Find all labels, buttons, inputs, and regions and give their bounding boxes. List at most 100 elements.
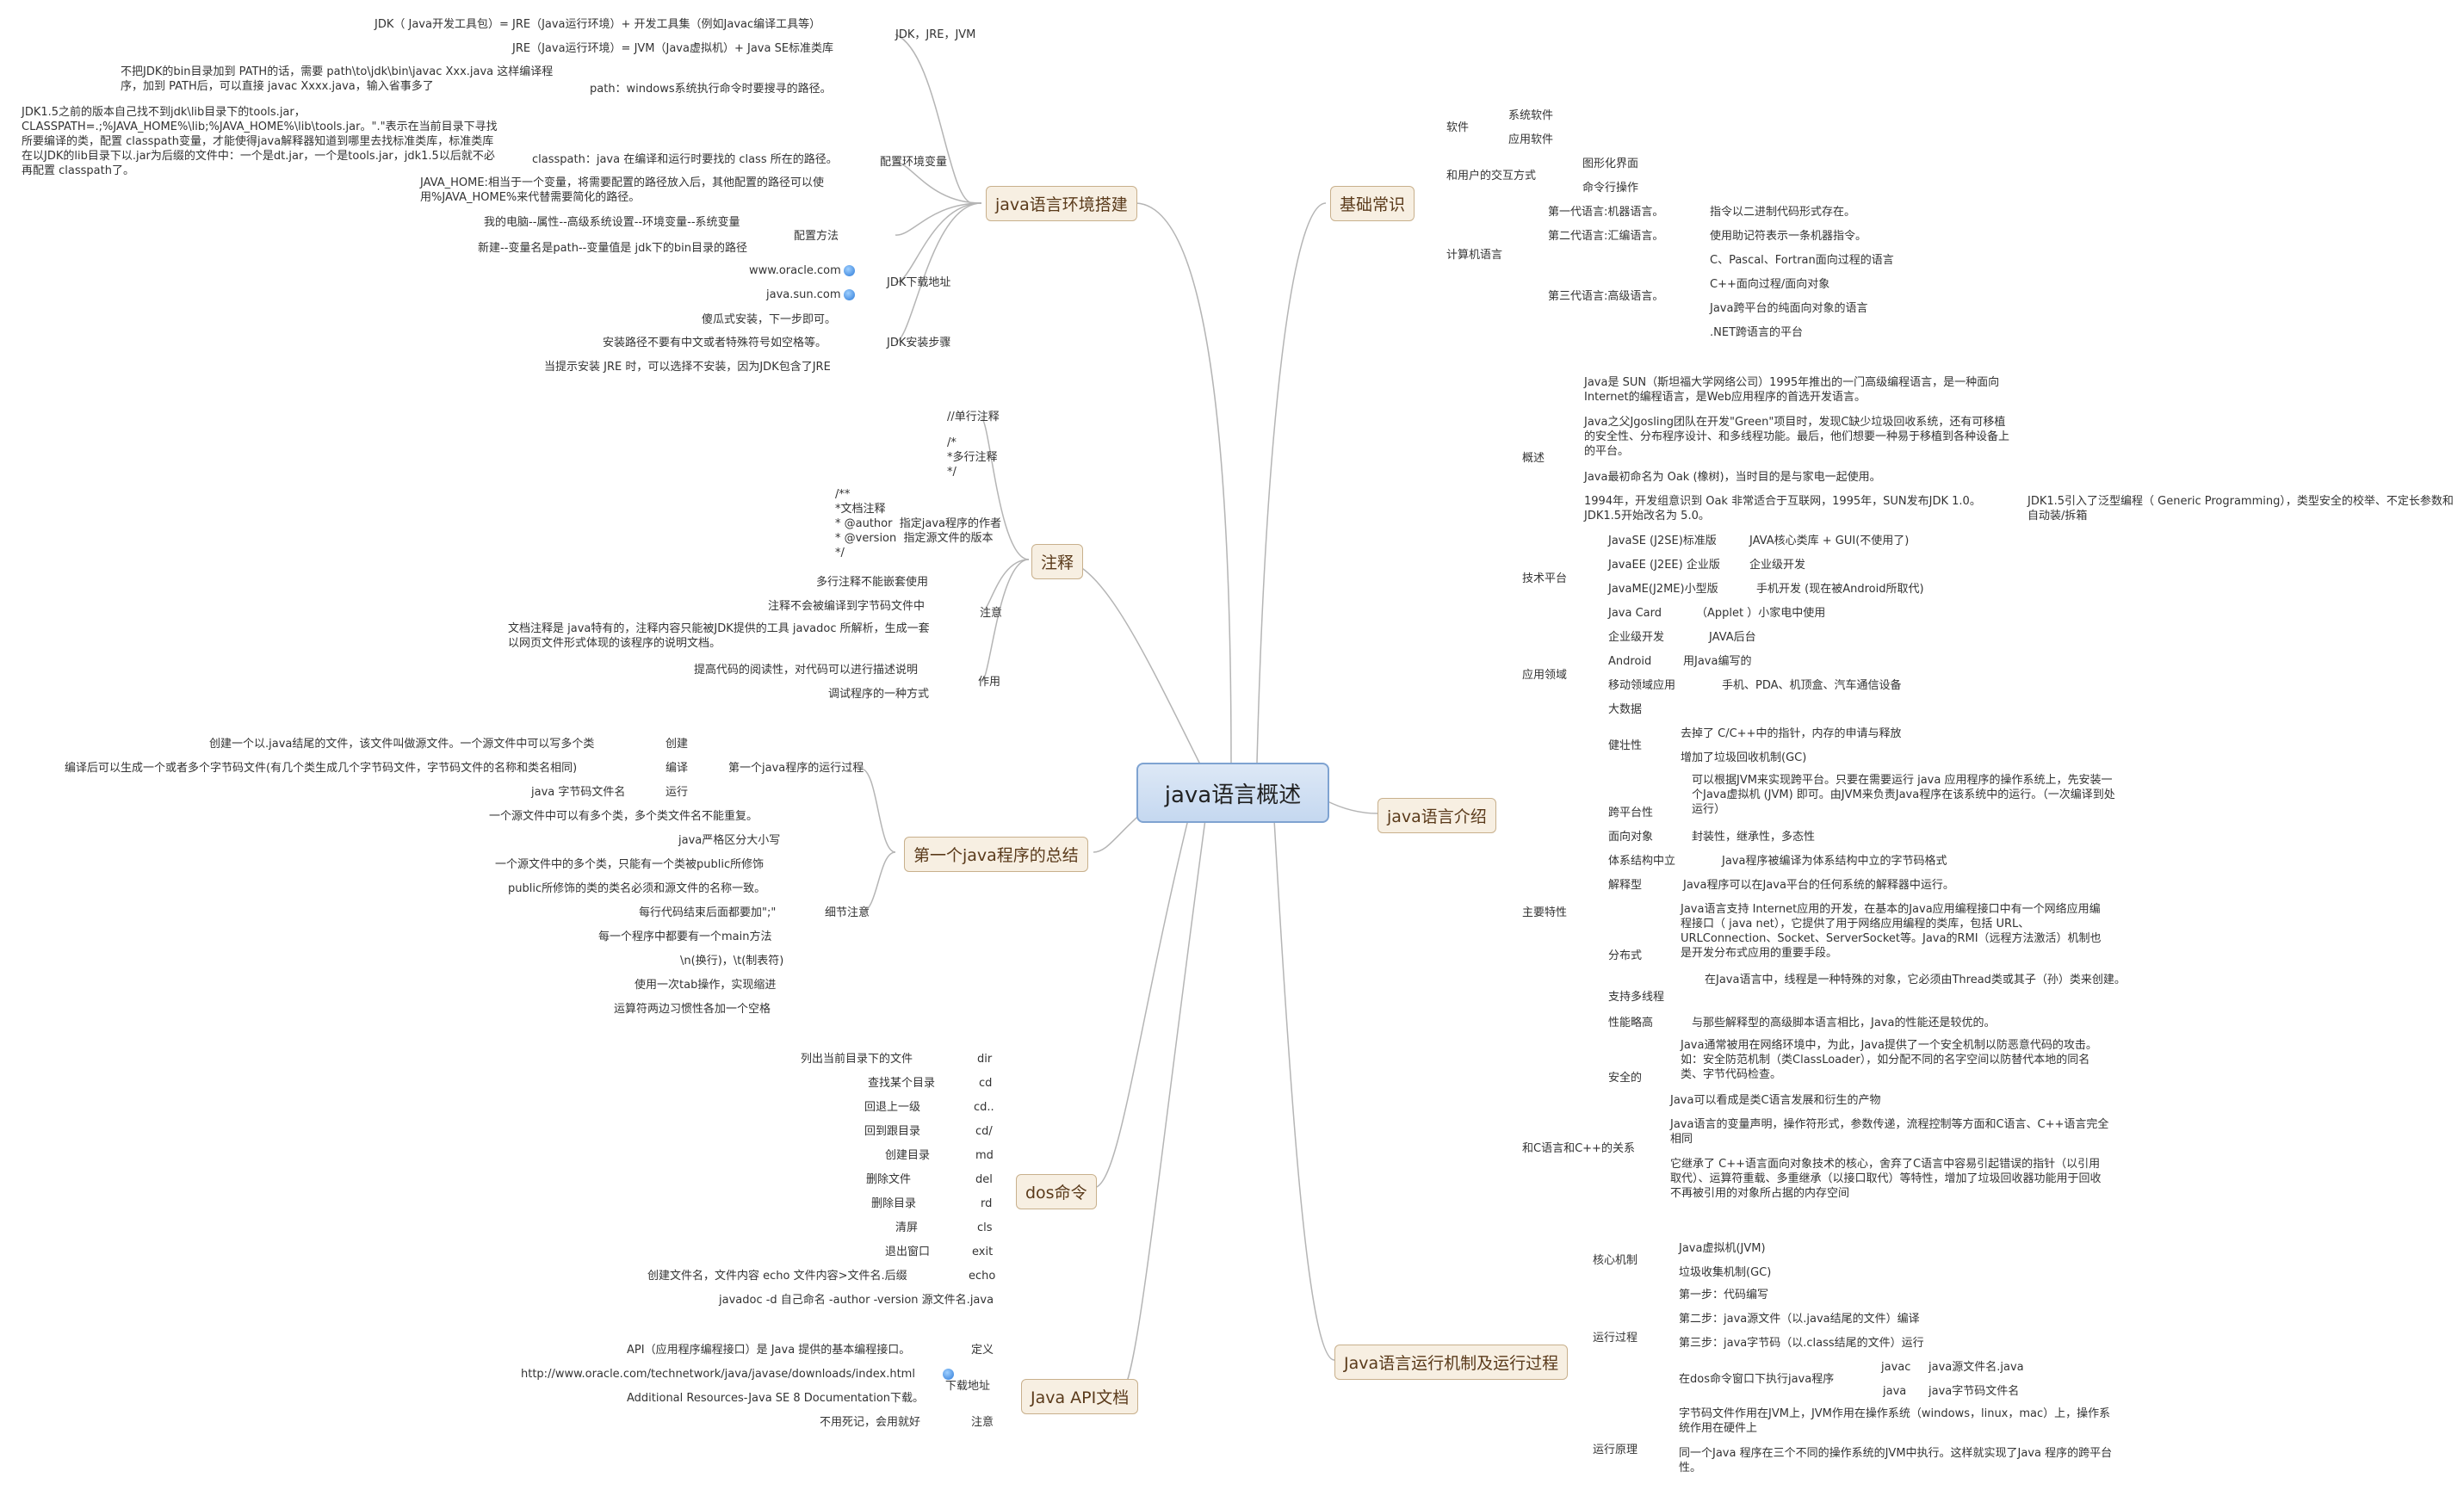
intro-f2d: 用Java编写的 bbox=[1683, 655, 1752, 668]
api-def[interactable]: 定义 bbox=[971, 1344, 994, 1357]
first-create: 创建 bbox=[666, 738, 689, 751]
intro-features[interactable]: 主要特性 bbox=[1522, 906, 1568, 919]
center-topic[interactable]: java语言概述 bbox=[1136, 763, 1329, 823]
comment-single: //单行注释 bbox=[947, 411, 1000, 424]
basics-cli: 命令行操作 bbox=[1582, 182, 1639, 195]
env-install-2: 安装路径不要有中文或者特殊符号如空格等。 bbox=[603, 337, 827, 349]
intro-oo-d: 封装性，继承性，多态性 bbox=[1692, 831, 1816, 844]
env-download[interactable]: JDK下载地址 bbox=[887, 276, 951, 289]
intro-field[interactable]: 应用领域 bbox=[1522, 669, 1568, 682]
intro-ov4: 1994年，开发组意识到 Oak 非常适合于互联网，1995年，SUN发布JDK… bbox=[1584, 495, 1981, 522]
topic-first-program[interactable]: 第一个java程序的总结 bbox=[904, 837, 1088, 872]
intro-overview[interactable]: 概述 bbox=[1522, 452, 1545, 465]
comment-effect-2: 调试程序的一种方式 bbox=[828, 688, 930, 701]
env-method[interactable]: 配置方法 bbox=[794, 230, 839, 243]
basics-interact[interactable]: 和用户的交互方式 bbox=[1446, 170, 1537, 182]
dos-1-cmd[interactable]: cd bbox=[979, 1077, 993, 1090]
intro-p4: Java Card bbox=[1608, 607, 1662, 620]
first-process[interactable]: 第一个java程序的运行过程 bbox=[728, 762, 864, 775]
basics-gen3-b: C++面向过程/面向对象 bbox=[1710, 278, 1830, 291]
intro-cross: 跨平台性 bbox=[1608, 807, 1654, 819]
comment-effect[interactable]: 作用 bbox=[978, 676, 1001, 689]
globe-icon[interactable] bbox=[844, 265, 855, 276]
runtime-c1: Java虚拟机(JVM) bbox=[1679, 1242, 1766, 1255]
dos-4-cmd[interactable]: md bbox=[975, 1149, 994, 1162]
dos-7-cmd[interactable]: cls bbox=[977, 1221, 993, 1234]
intro-p2: JavaEE (J2EE) 企业版 bbox=[1608, 559, 1720, 572]
intro-ov3: Java最初命名为 Oak (橡树)，当时目的是与家电一起使用。 bbox=[1584, 471, 1881, 484]
env-method-1: 我的电脑--属性--高级系统设置--环境变量--系统变量 bbox=[484, 216, 740, 229]
runtime-core[interactable]: 核心机制 bbox=[1593, 1254, 1638, 1267]
intro-p1d: JAVA核心类库 + GUI(不使用了) bbox=[1749, 535, 1910, 547]
dos-8-desc: 退出窗口 bbox=[885, 1246, 931, 1258]
api-url[interactable]: http://www.oracle.com/technetwork/java/j… bbox=[521, 1368, 915, 1381]
intro-cpp[interactable]: 和C语言和C++的关系 bbox=[1522, 1142, 1635, 1155]
topic-dos[interactable]: dos命令 bbox=[1016, 1174, 1097, 1209]
topic-intro[interactable]: java语言介绍 bbox=[1377, 798, 1496, 833]
dos-6-desc: 删除目录 bbox=[871, 1197, 917, 1210]
env-jdk-jre-jvm[interactable]: JDK，JRE，JVM bbox=[895, 28, 976, 41]
globe-icon[interactable] bbox=[844, 289, 855, 300]
dos-5-desc: 删除文件 bbox=[866, 1173, 912, 1186]
topic-basics[interactable]: 基础常识 bbox=[1330, 186, 1415, 221]
comment-effect-1: 提高代码的阅读性，对代码可以进行描述说明 bbox=[694, 664, 919, 677]
topic-env[interactable]: java语言环境搭建 bbox=[986, 186, 1137, 221]
env-classpath-note: JDK1.5之前的版本自己找不到jdk\lib目录下的tools.jar，CLA… bbox=[22, 106, 498, 177]
env-install-1: 傻瓜式安装，下一步即可。 bbox=[702, 313, 837, 326]
intro-platform[interactable]: 技术平台 bbox=[1522, 572, 1568, 585]
runtime-principle[interactable]: 运行原理 bbox=[1593, 1444, 1638, 1456]
intro-cpp3: 它继承了 C++语言面向对象技术的核心，舍弃了C语言中容易引起错误的指针（以引用… bbox=[1670, 1158, 2102, 1200]
dos-0-cmd[interactable]: dir bbox=[977, 1053, 993, 1066]
basics-sys-sw: 系统软件 bbox=[1508, 109, 1554, 122]
intro-ov1: Java是 SUN（斯坦福大学网络公司）1995年推出的一门高级编程语言，是一种… bbox=[1584, 376, 2000, 404]
runtime-s3: 第三步：java字节码（以.class结尾的文件）运行 bbox=[1679, 1337, 1924, 1350]
intro-cpp1: Java可以看成是类C语言发展和衍生的产物 bbox=[1670, 1094, 1881, 1107]
first-d8: 使用一次tab操作，实现缩进 bbox=[635, 979, 777, 992]
env-jdk-def: JDK（ Java开发工具包）= JRE（Java运行环境）+ 开发工具集（例如… bbox=[375, 18, 821, 31]
intro-p3d: 手机开发 (现在被Android所取代) bbox=[1756, 583, 1924, 596]
basics-software[interactable]: 软件 bbox=[1446, 121, 1470, 134]
comment-note-3: 文档注释是 java特有的，注释内容只能被JDK提供的工具 javadoc 所解… bbox=[508, 622, 930, 650]
dos-8-cmd[interactable]: exit bbox=[972, 1246, 994, 1258]
intro-interp: 解释型 bbox=[1608, 879, 1643, 892]
env-path-note: 不把JDK的bin目录加到 PATH的话，需要 path\to\jdk\bin\… bbox=[121, 65, 554, 93]
dos-9-cmd[interactable]: echo bbox=[969, 1270, 996, 1283]
dos-6-cmd[interactable]: rd bbox=[981, 1197, 993, 1210]
first-detail[interactable]: 细节注意 bbox=[825, 906, 870, 919]
first-d1: 一个源文件中可以有多个类，多个类文件名不能重复。 bbox=[489, 810, 758, 823]
first-compile-desc: 编译后可以生成一个或者多个字节码文件(有几个类生成几个字节码文件，字节码文件的名… bbox=[65, 762, 578, 775]
intro-f1: 企业级开发 bbox=[1608, 631, 1665, 644]
dos-2-cmd[interactable]: cd.. bbox=[974, 1101, 994, 1114]
intro-f3: 移动领域应用 bbox=[1608, 679, 1676, 692]
runtime-java: java bbox=[1883, 1385, 1907, 1398]
intro-f1d: JAVA后台 bbox=[1709, 631, 1756, 644]
dos-3-cmd[interactable]: cd/ bbox=[975, 1125, 993, 1138]
topic-api[interactable]: Java API文档 bbox=[1021, 1379, 1139, 1414]
first-d2: java严格区分大小写 bbox=[678, 834, 781, 847]
env-install-3: 当提示安装 JRE 时，可以选择不安装，因为JDK包含了JRE bbox=[544, 361, 831, 374]
dos-5-cmd[interactable]: del bbox=[975, 1173, 993, 1186]
env-url-1[interactable]: www.oracle.com bbox=[749, 264, 841, 277]
api-download[interactable]: 下载地址 bbox=[945, 1380, 991, 1393]
globe-icon[interactable] bbox=[943, 1369, 954, 1380]
dos-2-desc: 回退上一级 bbox=[864, 1101, 921, 1114]
intro-r1: 去掉了 C/C++中的指针，内存的申请与释放 bbox=[1681, 727, 1902, 740]
api-note-desc: 不用死记，会用就好 bbox=[820, 1416, 921, 1429]
comment-doc: /** *文档注释 * @author 指定java程序的作者 * @versi… bbox=[835, 488, 1001, 560]
topic-runtime[interactable]: Java语言运行机制及运行过程 bbox=[1334, 1345, 1569, 1380]
comment-notes[interactable]: 注意 bbox=[980, 607, 1003, 620]
env-classpath: classpath：java 在编译和运行时要找的 class 所在的路径。 bbox=[532, 153, 838, 166]
runtime-process[interactable]: 运行过程 bbox=[1593, 1332, 1638, 1345]
env-url-2[interactable]: java.sun.com bbox=[766, 288, 841, 301]
api-note[interactable]: 注意 bbox=[971, 1416, 994, 1429]
topic-comments[interactable]: 注释 bbox=[1031, 544, 1084, 579]
intro-p1: JavaSE (J2SE)标准版 bbox=[1608, 535, 1717, 547]
intro-ov4b: JDK1.5引入了泛型编程（ Generic Programming），类型安全… bbox=[2028, 495, 2454, 522]
intro-dist: 分布式 bbox=[1608, 949, 1643, 962]
env-install[interactable]: JDK安装步骤 bbox=[887, 337, 951, 349]
basics-lang[interactable]: 计算机语言 bbox=[1446, 249, 1503, 262]
first-d7: \n(换行)，\t(制表符) bbox=[680, 955, 784, 968]
intro-safe: 安全的 bbox=[1608, 1072, 1643, 1085]
basics-gen2-desc: 使用助记符表示一条机器指令。 bbox=[1710, 230, 1867, 243]
env-config[interactable]: 配置环境变量 bbox=[880, 156, 948, 169]
